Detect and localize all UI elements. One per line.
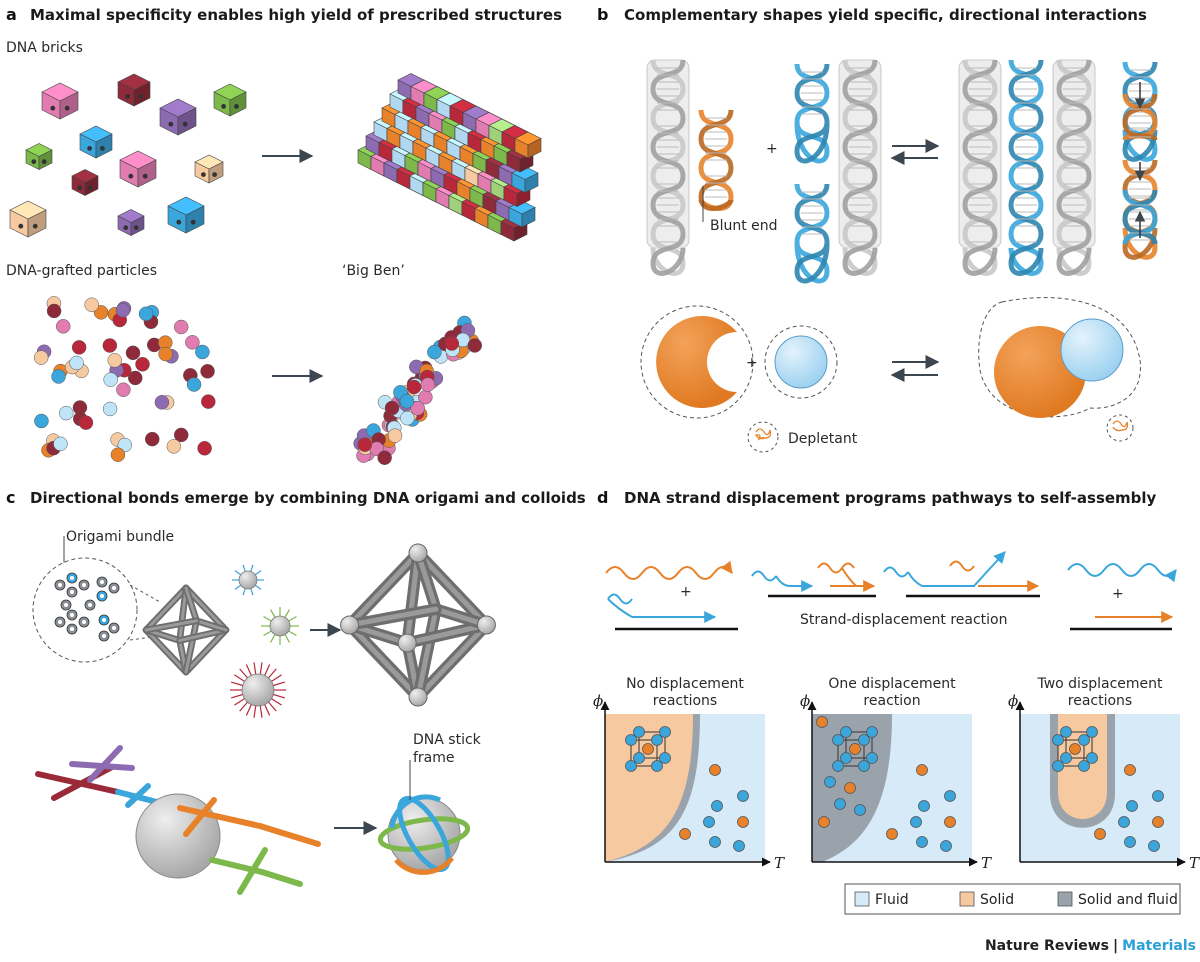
credit-separator: |	[1113, 938, 1118, 954]
legend-swatch	[959, 891, 975, 907]
svg-text:Nature Reviews|Materials: Nature Reviews|Materials	[985, 938, 1196, 954]
panel-b-title: Complementary shapes yield specific, dir…	[624, 6, 1147, 24]
dna-helices	[646, 59, 1158, 284]
journal-credit: Nature Reviews|Materials	[985, 938, 1196, 954]
phase-legend: Fluid Solid Solid and fluid	[844, 883, 1181, 915]
dna-stick-frame-colloid	[377, 794, 471, 875]
axis-t-label: T	[981, 854, 992, 872]
label-strand-displacement: Strand-displacement reaction	[800, 612, 1007, 628]
panel-c: c Directional bonds emerge by combining …	[6, 488, 586, 895]
label-dna-bricks: DNA bricks	[6, 40, 83, 56]
origami-bundle-inset	[32, 557, 138, 663]
legend-swatch	[1057, 891, 1073, 907]
key-colloid	[764, 325, 838, 399]
panel-c-title: Directional bonds emerge by combining DN…	[30, 489, 586, 507]
panel-d-letter: d	[597, 488, 608, 507]
axis-phi-label: ϕ	[800, 692, 810, 710]
phase-diagram-title-2: reaction	[863, 693, 920, 709]
panel-a-title: Maximal specificity enables high yield o…	[30, 6, 562, 24]
equilibrium-arrows-icon	[890, 139, 940, 165]
lock-key-complex	[978, 297, 1141, 418]
axis-t-label: T	[1189, 854, 1200, 872]
plus-sign: +	[680, 584, 692, 600]
panel-d: d DNA strand displacement programs pathw…	[593, 488, 1200, 915]
legend-label: Solid and fluid	[1078, 892, 1178, 908]
depletant-icon	[747, 414, 1134, 453]
label-dna-grafted-particles: DNA-grafted particles	[6, 263, 157, 279]
lock-colloid	[640, 305, 754, 419]
panel-b-letter: b	[597, 5, 608, 24]
dna-bricks-scattered	[9, 73, 247, 238]
label-dna-stick-2: frame	[413, 750, 455, 766]
label-origami-bundle: Origami bundle	[66, 529, 174, 545]
strand-displacement-scheme: + +	[605, 551, 1177, 631]
panel-b: b Complementary shapes yield specific, d…	[597, 5, 1158, 453]
plus-sign: +	[746, 355, 758, 371]
legend-swatch	[854, 891, 870, 907]
panel-c-letter: c	[6, 488, 15, 507]
particle-cluster	[353, 315, 483, 465]
legend-label: Solid	[980, 892, 1014, 908]
label-dna-stick-1: DNA stick	[413, 732, 482, 748]
credit-journal: Nature Reviews	[985, 938, 1109, 954]
dna-sticks-and-colloid	[35, 745, 321, 895]
panel-a-letter: a	[6, 5, 17, 24]
credit-section: Materials	[1122, 938, 1196, 954]
phase-diagram-title-1: One displacement	[828, 676, 956, 692]
axis-phi-label: ϕ	[1008, 692, 1018, 710]
label-big-ben: ‘Big Ben’	[342, 263, 405, 279]
axis-phi-label: ϕ	[593, 692, 603, 710]
origami-octahedron-assembled	[340, 543, 496, 707]
big-ben-assembly	[357, 73, 542, 242]
equilibrium-arrows-icon	[890, 355, 940, 382]
axis-t-label: T	[774, 854, 785, 872]
origami-octahedron-icon	[142, 584, 230, 676]
panel-d-title: DNA strand displacement programs pathway…	[624, 489, 1157, 507]
phase-diagram-title-2: reactions	[1068, 693, 1132, 709]
plus-sign: +	[1112, 586, 1124, 602]
label-blunt-end: Blunt end	[710, 218, 778, 234]
plus-sign: +	[766, 141, 778, 157]
dna-grafted-particles-scattered	[33, 296, 216, 462]
panel-a: a Maximal specificity enables high yield…	[6, 5, 562, 465]
grafted-colloids	[230, 564, 299, 718]
phase-diagram-title-2: reactions	[653, 693, 717, 709]
phase-diagram-title-1: No displacement	[626, 676, 744, 692]
label-depletant: Depletant	[788, 431, 858, 447]
legend-label: Fluid	[875, 892, 909, 908]
phase-diagram-title-1: Two displacement	[1036, 676, 1163, 692]
